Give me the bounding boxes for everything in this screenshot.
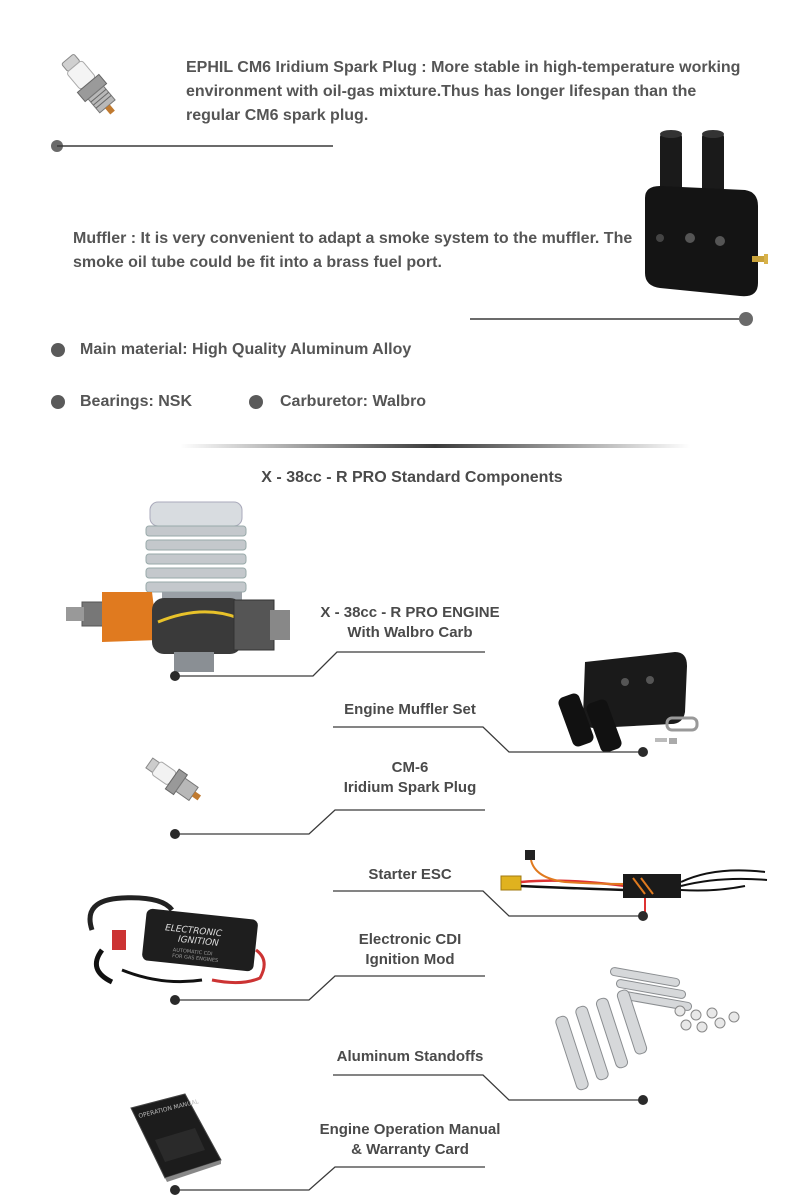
component-cdi-label: Electronic CDI Ignition Mod	[300, 930, 520, 970]
component-esc-line1: Starter ESC	[368, 866, 452, 883]
leader-line-manual	[175, 1166, 485, 1191]
starter-esc-image	[500, 850, 768, 918]
leader-line-muffler	[333, 726, 639, 753]
component-manual-line1: Engine Operation Manual	[319, 1121, 501, 1138]
leader-line-sparkplug	[175, 809, 485, 835]
muffler-description: Muffler : It is very convenient to adapt…	[73, 230, 633, 271]
leader-line-cdi	[175, 975, 485, 1001]
component-engine-label: X - 38cc - R PRO ENGINE With Walbro Carb	[290, 603, 530, 643]
bullet-material: Main material: High Quality Aluminum All…	[80, 341, 412, 358]
bullet-bearings: Bearings: NSK	[80, 393, 193, 410]
component-engine-line1: X - 38cc - R PRO ENGINE	[320, 604, 500, 621]
connector-dot	[739, 312, 753, 326]
component-sparkplug-line2: Iridium Spark Plug	[343, 779, 477, 796]
engine-image	[66, 501, 290, 672]
cdi-sub-line2: FOR GAS ENGINES	[172, 953, 219, 964]
spark-plug-image	[61, 54, 116, 115]
cm6-spark-plug-image	[145, 757, 202, 802]
manual-image: OPERATION MANUAL	[130, 1093, 222, 1182]
bullet-dot	[51, 395, 65, 409]
connector-dot	[170, 671, 180, 681]
connector-dot	[170, 1185, 180, 1195]
cdi-sub-line1: AUTOMATIC CDI	[172, 947, 212, 957]
connector-dot	[170, 995, 180, 1005]
component-manual-line2: & Warranty Card	[351, 1141, 469, 1158]
component-sparkplug-line1: CM-6	[391, 759, 429, 776]
muffler-image	[645, 130, 768, 297]
connector-dot	[170, 829, 180, 839]
connector-line	[57, 145, 333, 147]
component-cdi-line1: Electronic CDI	[358, 931, 462, 948]
cdi-label-line2: IGNITION	[177, 935, 219, 949]
bullet-dot	[51, 343, 65, 357]
component-manual-label: Engine Operation Manual & Warranty Card	[290, 1120, 530, 1160]
bullet-dot	[249, 395, 263, 409]
connector-line	[470, 318, 746, 320]
standoffs-image	[555, 967, 740, 1091]
leader-line-engine	[175, 651, 485, 677]
component-esc-label: Starter ESC	[300, 865, 520, 885]
component-standoffs-label: Aluminum Standoffs	[300, 1047, 520, 1067]
spark-plug-description: EPHIL CM6 Iridium Spark Plug : More stab…	[186, 59, 741, 124]
cdi-module-image: ELECTRONIC IGNITION AUTOMATIC CDI FOR GA…	[87, 895, 266, 985]
component-engine-line2: With Walbro Carb	[347, 624, 473, 641]
muffler-set-image	[558, 652, 699, 753]
connector-dot	[638, 1095, 648, 1105]
connector-dot	[638, 747, 648, 757]
components-title: X - 38cc - R PRO Standard Components	[261, 469, 563, 486]
leader-line-esc	[333, 890, 639, 917]
component-standoffs-line1: Aluminum Standoffs	[336, 1048, 484, 1065]
component-cdi-line2: Ignition Mod	[365, 951, 455, 968]
bullet-carburetor: Carburetor: Walbro	[280, 393, 427, 410]
section-divider	[180, 444, 690, 448]
leader-line-standoffs	[333, 1074, 639, 1101]
component-muffler-label: Engine Muffler Set	[300, 700, 520, 720]
connector-dot	[638, 911, 648, 921]
component-muffler-line1: Engine Muffler Set	[344, 701, 476, 718]
component-sparkplug-label: CM-6 Iridium Spark Plug	[300, 758, 520, 798]
